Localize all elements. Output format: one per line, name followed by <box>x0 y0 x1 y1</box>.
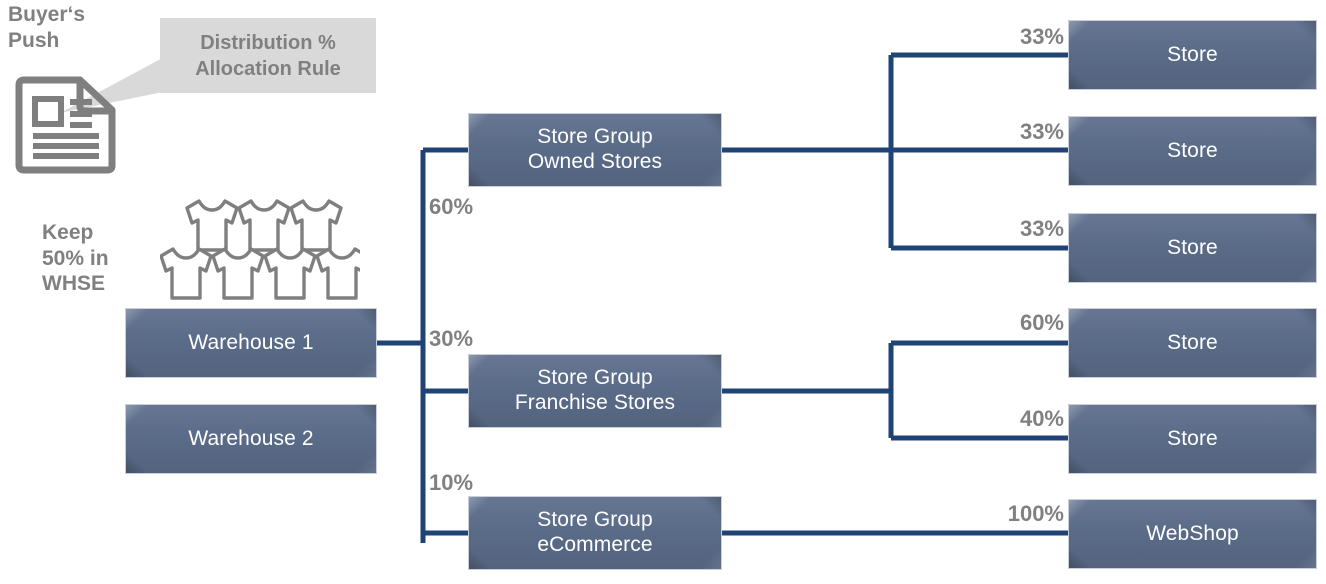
node-owned-store-1[interactable]: Store <box>1068 20 1317 90</box>
node-label: Store <box>1167 330 1218 354</box>
node-webshop[interactable]: WebShop <box>1068 499 1317 569</box>
callout-distribution-rule: Distribution % Allocation Rule <box>160 18 376 93</box>
node-store-group-ecommerce[interactable]: Store Group eCommerce <box>468 496 722 570</box>
pct-webshop: 100% <box>1007 501 1064 526</box>
node-franchise-store-2[interactable]: Store <box>1068 404 1317 474</box>
node-owned-store-3[interactable]: Store <box>1068 213 1317 283</box>
node-label: WebShop <box>1146 521 1239 545</box>
node-label: Store <box>1167 426 1218 450</box>
node-label: Store Group Owned Stores <box>527 125 663 173</box>
node-label: Warehouse 1 <box>188 330 314 354</box>
node-label: Store <box>1167 235 1218 259</box>
node-label: Store Group eCommerce <box>537 508 653 556</box>
node-franchise-store-1[interactable]: Store <box>1068 308 1317 378</box>
document-icon <box>15 76 116 174</box>
pct-to-ecommerce: 10% <box>429 470 474 495</box>
node-label: Store <box>1167 42 1218 66</box>
pct-to-owned: 60% <box>429 194 474 219</box>
node-store-group-owned[interactable]: Store Group Owned Stores <box>468 113 722 187</box>
tshirt-stack-icon <box>160 199 360 300</box>
pct-owned-store-2: 33% <box>1019 119 1064 144</box>
pct-owned-store-1: 33% <box>1019 24 1064 49</box>
node-owned-store-2[interactable]: Store <box>1068 116 1317 186</box>
callout-text: Distribution % Allocation Rule <box>195 31 341 80</box>
buyers-push-label: Buyer‘s Push <box>8 3 86 52</box>
node-label: Store <box>1167 138 1218 162</box>
pct-franchise-store-1: 60% <box>1019 310 1064 335</box>
node-label: Store Group Franchise Stores <box>514 366 676 414</box>
node-label: Warehouse 2 <box>188 426 314 450</box>
node-warehouse-2[interactable]: Warehouse 2 <box>125 404 377 474</box>
pct-franchise-store-2: 40% <box>1019 406 1064 431</box>
pct-to-franchise: 30% <box>429 326 474 351</box>
callout-tail <box>60 55 168 113</box>
node-store-group-franchise[interactable]: Store Group Franchise Stores <box>468 354 722 428</box>
pct-owned-store-3: 33% <box>1019 216 1064 241</box>
node-warehouse-1[interactable]: Warehouse 1 <box>125 308 377 378</box>
keep-in-warehouse-label: Keep 50% in WHSE <box>42 221 109 296</box>
